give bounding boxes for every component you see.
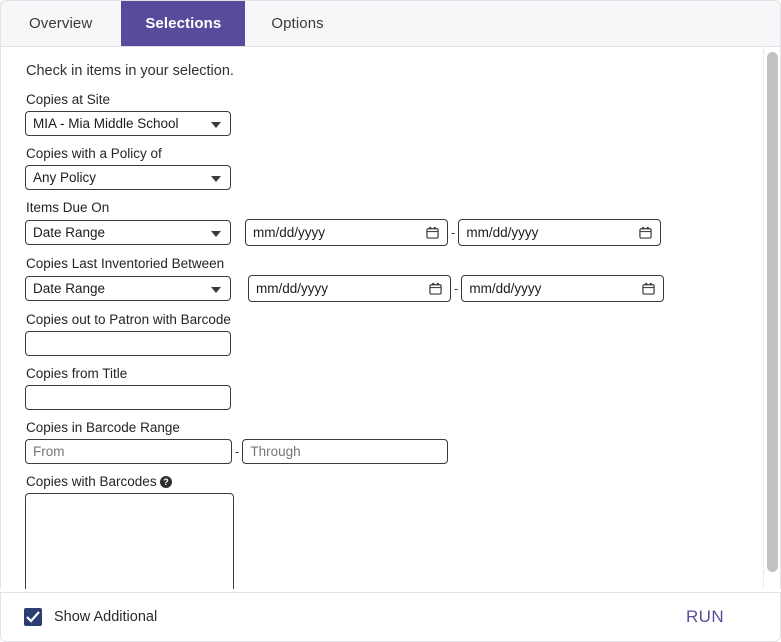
last-inventoried-label: Copies Last Inventoried Between — [26, 256, 225, 271]
tab-options[interactable]: Options — [245, 1, 349, 46]
checkmark-icon — [26, 611, 40, 623]
items-due-on-row: Date Range mm/dd/yyyy - — [25, 219, 764, 246]
barcode-range-separator: - — [235, 444, 240, 459]
run-button[interactable]: RUN — [680, 603, 730, 631]
field-copies-with-barcodes: Copies with Barcodes? — [25, 473, 764, 589]
field-last-inventoried: Copies Last Inventoried Between Date Ran… — [25, 255, 764, 302]
last-inventoried-from-placeholder: mm/dd/yyyy — [256, 281, 329, 296]
items-due-on-mode-value: Date Range — [33, 225, 106, 240]
calendar-icon[interactable] — [426, 226, 439, 239]
tab-selections[interactable]: Selections — [121, 1, 246, 46]
field-items-due-on: Items Due On Date Range mm/dd/yyyy — [25, 199, 764, 246]
field-copies-policy: Copies with a Policy of Any Policy — [25, 145, 764, 190]
barcode-range-row: - — [25, 439, 764, 464]
calendar-icon[interactable] — [642, 282, 656, 295]
last-inventoried-row: Date Range mm/dd/yyyy - — [25, 275, 764, 302]
copies-policy-label: Copies with a Policy of — [26, 146, 162, 161]
last-inventoried-mode-value: Date Range — [33, 281, 106, 296]
calendar-icon[interactable] — [429, 282, 442, 295]
copies-with-barcodes-textarea[interactable] — [25, 493, 234, 589]
tab-overview-label: Overview — [29, 15, 93, 32]
last-inventoried-to-input[interactable]: mm/dd/yyyy — [461, 275, 665, 302]
chevron-down-icon — [211, 230, 221, 237]
chevron-down-icon — [211, 175, 221, 182]
copies-with-barcodes-label: Copies with Barcodes? — [26, 473, 764, 490]
selections-panel: Check in items in your selection. Copies… — [0, 47, 781, 589]
copies-at-site-label: Copies at Site — [26, 92, 111, 107]
field-from-title: Copies from Title — [25, 365, 764, 410]
items-due-on-to-input[interactable]: mm/dd/yyyy — [458, 219, 662, 246]
items-due-on-separator: - — [451, 225, 456, 240]
intro-text: Check in items in your selection. — [26, 63, 234, 79]
show-additional-label[interactable]: Show Additional — [54, 609, 158, 625]
svg-text:?: ? — [163, 477, 169, 487]
field-barcode-range: Copies in Barcode Range - — [25, 419, 764, 464]
scrollbar-thumb[interactable] — [767, 52, 778, 572]
last-inventoried-from-input[interactable]: mm/dd/yyyy — [248, 275, 451, 302]
copies-policy-select[interactable]: Any Policy — [25, 165, 231, 190]
tab-overview[interactable]: Overview — [1, 1, 121, 46]
calendar-icon[interactable] — [639, 226, 653, 239]
tab-selections-label: Selections — [145, 15, 222, 32]
vertical-scrollbar[interactable] — [763, 47, 780, 589]
last-inventoried-separator: - — [454, 281, 459, 296]
barcode-range-through-input[interactable] — [242, 439, 449, 464]
from-title-input[interactable] — [25, 385, 231, 410]
chevron-down-icon — [211, 286, 221, 293]
items-due-on-label: Items Due On — [26, 200, 110, 215]
patron-barcode-label: Copies out to Patron with Barcode — [26, 312, 231, 327]
last-inventoried-mode-select[interactable]: Date Range — [25, 276, 231, 301]
items-due-on-to-placeholder: mm/dd/yyyy — [466, 225, 539, 240]
copies-at-site-value: MIA - Mia Middle School — [33, 116, 179, 131]
copies-at-site-select[interactable]: MIA - Mia Middle School — [25, 111, 231, 136]
copies-policy-value: Any Policy — [33, 170, 97, 185]
form-scroll-area: Check in items in your selection. Copies… — [1, 47, 764, 589]
chevron-down-icon — [211, 121, 221, 128]
copies-with-barcodes-label-text: Copies with Barcodes — [26, 474, 157, 489]
help-circle-icon[interactable]: ? — [159, 476, 172, 488]
last-inventoried-to-placeholder: mm/dd/yyyy — [469, 281, 542, 296]
barcode-range-from-input[interactable] — [25, 439, 232, 464]
field-patron-barcode: Copies out to Patron with Barcode — [25, 311, 764, 356]
from-title-label: Copies from Title — [26, 366, 128, 381]
patron-barcode-input[interactable] — [25, 331, 231, 356]
tab-bar: Overview Selections Options — [0, 0, 781, 47]
field-copies-at-site: Copies at Site MIA - Mia Middle School — [25, 91, 764, 136]
items-due-on-from-placeholder: mm/dd/yyyy — [253, 225, 326, 240]
items-due-on-mode-select[interactable]: Date Range — [25, 220, 231, 245]
dialog-footer: Show Additional RUN — [0, 592, 781, 642]
show-additional-checkbox[interactable] — [24, 608, 42, 626]
tab-options-label: Options — [271, 15, 324, 32]
items-due-on-from-input[interactable]: mm/dd/yyyy — [245, 219, 448, 246]
barcode-range-label: Copies in Barcode Range — [26, 420, 180, 435]
